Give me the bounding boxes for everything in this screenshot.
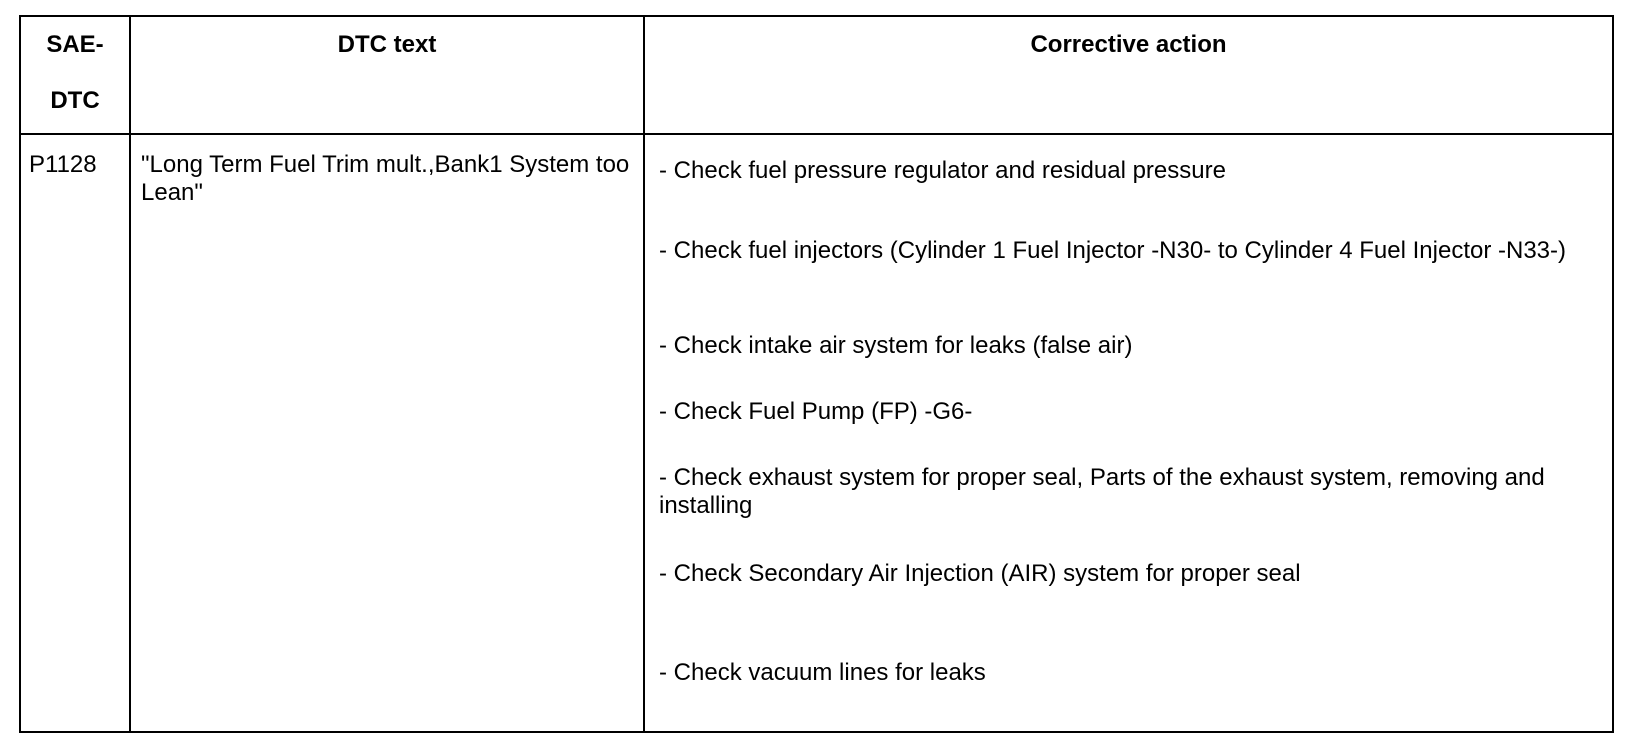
corrective-action-cell: - Check fuel pressure regulator and resi… [643, 133, 1614, 733]
action-item: - Check Fuel Pump (FP) -G6- [659, 398, 973, 425]
table-header-row: SAE- DTC DTC text Corrective action [19, 15, 1614, 135]
action-item: - Check fuel pressure regulator and resi… [659, 157, 1226, 184]
action-item: - Check intake air system for leaks (fal… [659, 332, 1133, 359]
header-dtc-text: DTC text [129, 15, 645, 135]
action-item: - Check vacuum lines for leaks [659, 659, 986, 686]
header-sae-dtc-line2: DTC [50, 87, 100, 114]
header-corrective-action: Corrective action [643, 15, 1614, 135]
action-item: - Check exhaust system for proper seal, … [659, 464, 1545, 519]
dtc-table: SAE- DTC DTC text Corrective action P112… [19, 15, 1614, 733]
dtc-text-cell: "Long Term Fuel Trim mult.,Bank1 System … [129, 133, 645, 733]
header-sae-dtc-line1: SAE- [46, 31, 104, 58]
dtc-code-cell: P1128 [19, 133, 131, 733]
header-sae-dtc: SAE- DTC [19, 15, 131, 135]
table-row: P1128 "Long Term Fuel Trim mult.,Bank1 S… [19, 133, 1614, 733]
action-item: - Check fuel injectors (Cylinder 1 Fuel … [659, 237, 1566, 264]
action-item: - Check Secondary Air Injection (AIR) sy… [659, 560, 1301, 587]
